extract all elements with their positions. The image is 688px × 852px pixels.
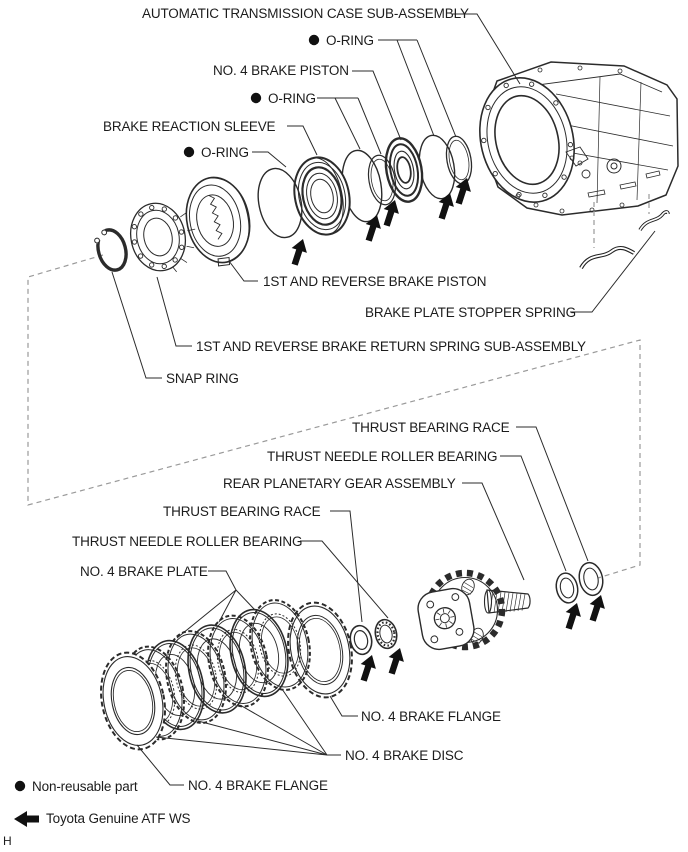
non-reusable-dot-icon	[308, 34, 320, 46]
leader-lines-upper	[111, 13, 656, 379]
brake-plate-stopper-spring-art	[579, 210, 670, 270]
dashed-boundary	[27, 254, 641, 579]
label-brake-reaction-sleeve: BRAKE REACTION SLEEVE	[103, 119, 276, 134]
atf-left-arrow-icon	[14, 811, 39, 827]
thrust-bearing-race-art-right	[578, 561, 604, 597]
rear-planetary-gear-art	[417, 569, 531, 651]
label-first-reverse-brake-piston: 1ST AND REVERSE BRAKE PISTON	[263, 274, 486, 289]
thrust-needle-roller-bearing-art-right	[555, 572, 579, 604]
legend-atf-label: Toyota Genuine ATF WS	[46, 811, 191, 826]
legend-non-reusable-label: Non-reusable part	[32, 779, 138, 794]
legend: Non-reusable part Toyota Genuine ATF WS	[14, 779, 191, 827]
leader-lines-lower	[136, 426, 589, 786]
label-rear-planetary-gear-assembly: REAR PLANETARY GEAR ASSEMBLY	[223, 476, 456, 491]
label-no4-brake-disc: NO. 4 BRAKE DISC	[345, 748, 464, 763]
label-case-sub-assembly: AUTOMATIC TRANSMISSION CASE SUB-ASSEMBLY	[142, 6, 469, 21]
o-ring-art-outer-right	[445, 135, 473, 185]
label-thrust-needle-roller-bearing-1: THRUST NEEDLE ROLLER BEARING	[267, 449, 497, 464]
label-o-ring-top: O-RING	[326, 33, 374, 48]
snap-ring-art	[91, 226, 128, 272]
label-no4-brake-flange-bottom: NO. 4 BRAKE FLANGE	[188, 778, 328, 793]
o-ring-art-small-mid	[367, 154, 397, 206]
spring-drop-lines	[593, 194, 650, 248]
no4-brake-piston-art	[384, 137, 424, 203]
non-reusable-dot-icon	[14, 780, 26, 792]
o-ring-art-left	[257, 167, 303, 239]
label-no4-brake-flange-right: NO. 4 BRAKE FLANGE	[361, 709, 501, 724]
brake-stack-art	[100, 599, 311, 751]
label-thrust-needle-roller-bearing-2: THRUST NEEDLE ROLLER BEARING	[72, 534, 302, 549]
non-reusable-dot-icon	[250, 92, 262, 104]
label-no4-brake-piston: NO. 4 BRAKE PISTON	[213, 63, 349, 78]
label-thrust-bearing-race-2: THRUST BEARING RACE	[163, 504, 321, 519]
first-reverse-brake-piston-art	[185, 176, 251, 267]
label-brake-plate-stopper-spring: BRAKE PLATE STOPPER SPRING	[365, 305, 576, 320]
label-o-ring-left: O-RING	[201, 145, 249, 160]
non-reusable-dot-icon	[183, 146, 195, 158]
no4-brake-flange-art	[287, 601, 353, 699]
transmission-case-art	[479, 61, 679, 216]
return-spring-sub-assembly-art	[130, 202, 196, 273]
label-thrust-bearing-race-1: THRUST BEARING RACE	[352, 420, 510, 435]
label-return-spring-sub-assembly: 1ST AND REVERSE BRAKE RETURN SPRING SUB-…	[196, 339, 586, 354]
brake-reaction-sleeve-art	[293, 156, 351, 236]
label-no4-brake-plate: NO. 4 BRAKE PLATE	[80, 564, 208, 579]
thrust-needle-roller-bearing-art-left	[374, 618, 398, 650]
label-snap-ring: SNAP RING	[166, 371, 239, 386]
label-o-ring-mid: O-RING	[268, 91, 316, 106]
thrust-bearing-race-art-left	[349, 624, 373, 656]
page-marker: H	[3, 834, 12, 848]
